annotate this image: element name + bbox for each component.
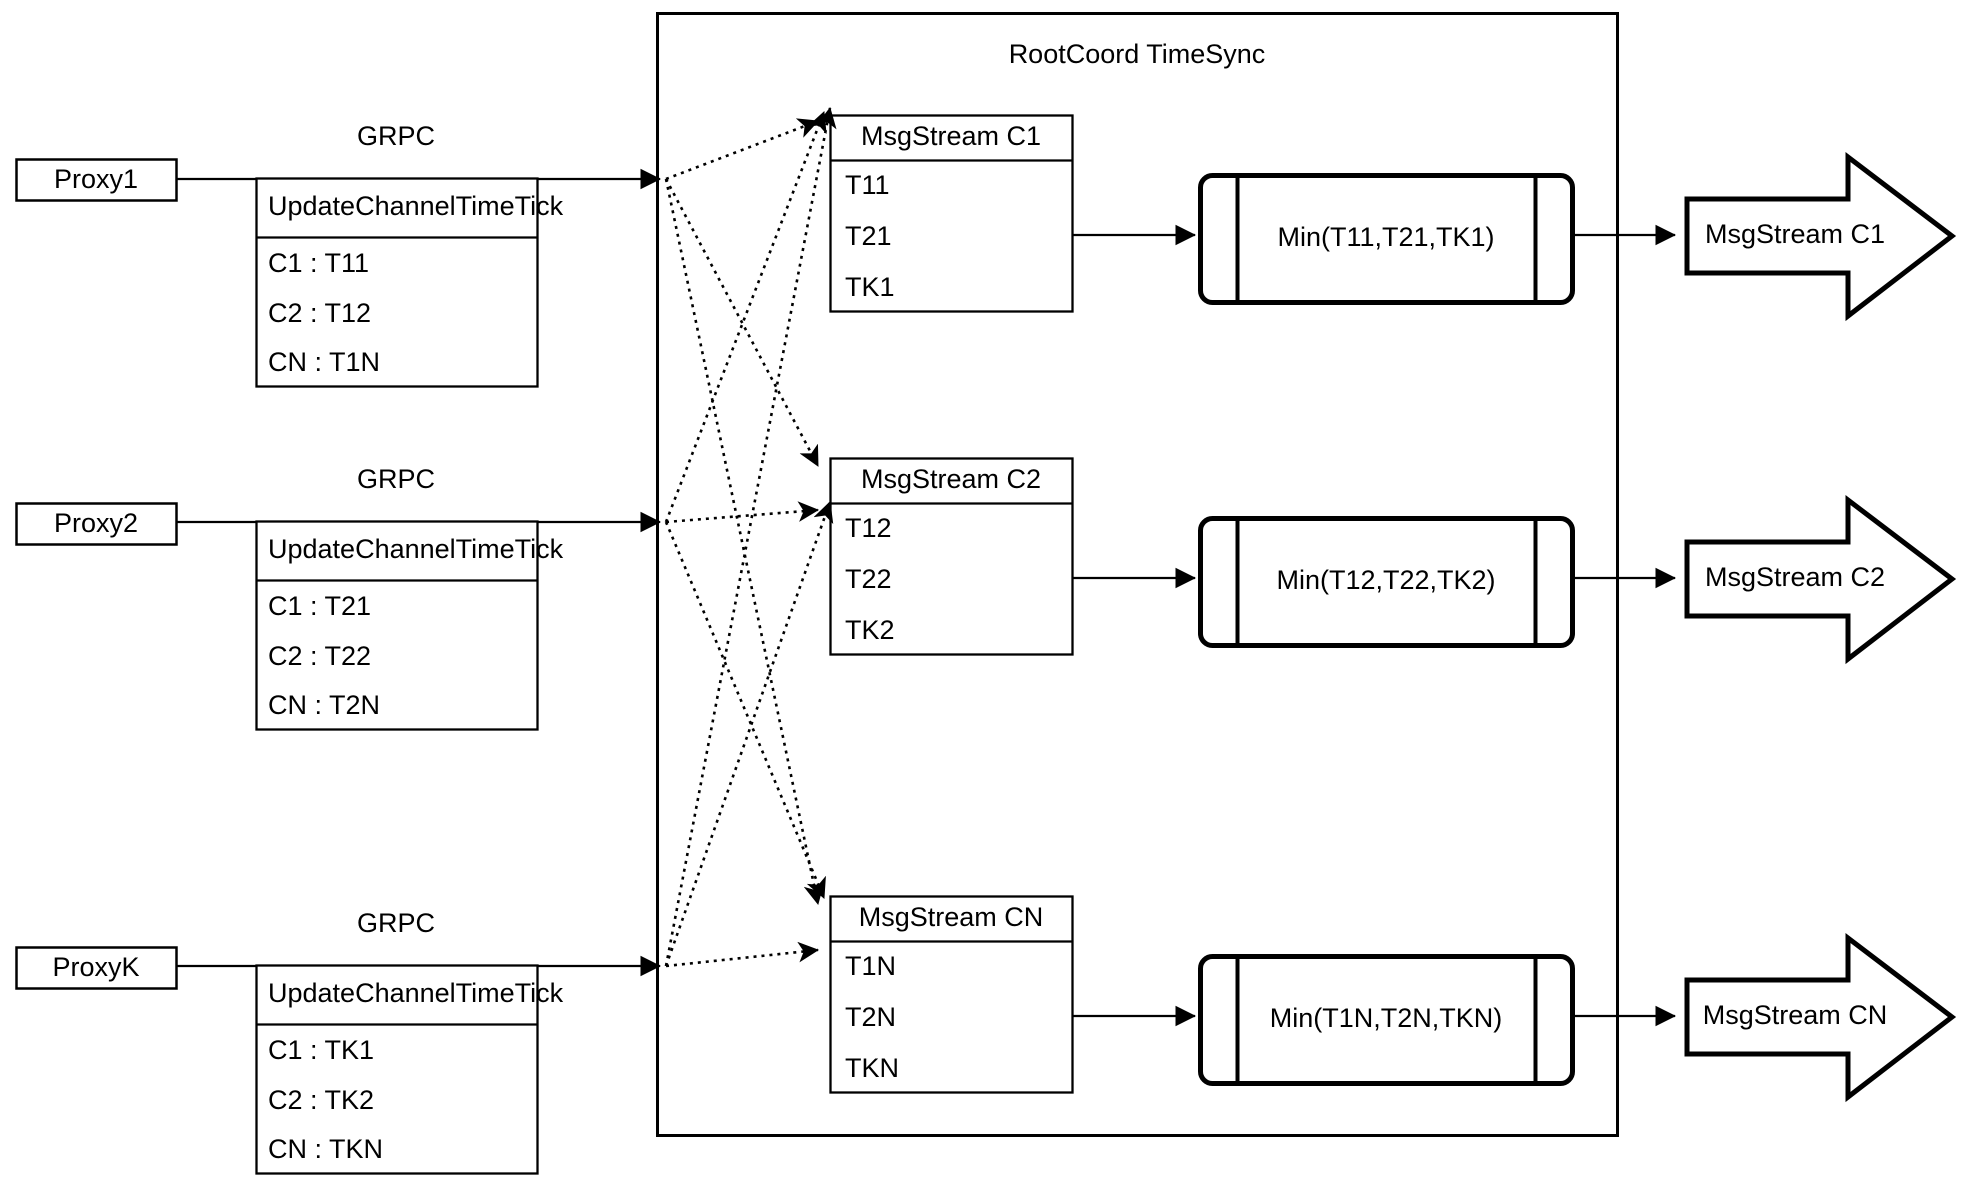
- msgstream-row-3-1: T2N: [845, 1002, 896, 1032]
- grpc-label-2: GRPC: [357, 464, 435, 494]
- request-table-row-3-2: CN : TKN: [268, 1134, 383, 1164]
- timetick-fanout-edges: [664, 106, 837, 968]
- fanout-edge-pk-cn: [665, 941, 820, 968]
- fanout-edge-p1-cn: [664, 178, 825, 906]
- msgstream-header-1: MsgStream C1: [861, 121, 1041, 151]
- msgstream-row-1-1: T21: [845, 221, 892, 251]
- row-1: Proxy1 GRPC UpdateChannelTimeTick C1 : T…: [15, 114, 1957, 388]
- msgstream-row-2-2: TK2: [845, 615, 895, 645]
- fanout-edge-pk-c2: [664, 501, 834, 967]
- request-table-header-3: UpdateChannelTimeTick: [268, 978, 564, 1008]
- msgstream-row-1-2: TK1: [845, 272, 895, 302]
- request-table-row-1-1: C2 : T12: [268, 298, 371, 328]
- request-table-row-1-2: CN : T1N: [268, 347, 380, 377]
- proxy-label-1: Proxy1: [54, 164, 138, 194]
- request-table-3: UpdateChannelTimeTick C1 : TK1 C2 : TK2 …: [255, 964, 564, 1175]
- fanout-edge-p2-c1: [664, 111, 827, 523]
- proxy-label-3: ProxyK: [52, 952, 139, 982]
- request-table-row-2-1: C2 : T22: [268, 641, 371, 671]
- msgstream-row-1-0: T11: [845, 170, 890, 200]
- proxy-label-2: Proxy2: [54, 508, 138, 538]
- request-table-header-2: UpdateChannelTimeTick: [268, 534, 564, 564]
- grpc-label-3: GRPC: [357, 908, 435, 938]
- request-table-1: UpdateChannelTimeTick C1 : T11 C2 : T12 …: [255, 177, 564, 388]
- fanout-edge-p2-c2: [665, 501, 820, 524]
- msgstream-row-3-0: T1N: [845, 951, 896, 981]
- request-table-row-1-0: C1 : T11: [268, 248, 369, 278]
- msgstream-row-2-0: T12: [845, 513, 892, 543]
- min-process-box-1: Min(T11,T21,TK1): [1198, 173, 1575, 305]
- output-block-arrow-3: MsgStream CN: [1684, 932, 1957, 1103]
- request-table-row-2-2: CN : T2N: [268, 690, 380, 720]
- min-process-box-3: Min(T1N,T2N,TKN): [1198, 954, 1575, 1086]
- msgstream-header-2: MsgStream C2: [861, 464, 1041, 494]
- output-block-arrow-1: MsgStream C1: [1684, 151, 1957, 322]
- msgstream-row-3-2: TKN: [845, 1053, 899, 1083]
- request-table-row-3-0: C1 : TK1: [268, 1035, 374, 1065]
- rootcoord-title: RootCoord TimeSync: [1009, 39, 1266, 69]
- msgstream-box-2: MsgStream C2 T12 T22 TK2: [829, 457, 1074, 656]
- msgstream-box-1: MsgStream C1 T11 T21 TK1: [829, 114, 1074, 313]
- request-table-2: UpdateChannelTimeTick C1 : T21 C2 : T22 …: [255, 520, 564, 731]
- request-table-row-2-0: C1 : T21: [268, 591, 371, 621]
- fanout-edge-p1-c2: [664, 178, 820, 467]
- msgstream-header-3: MsgStream CN: [859, 902, 1044, 932]
- output-label-3: MsgStream CN: [1703, 1000, 1888, 1030]
- proxy-box-3[interactable]: ProxyK: [15, 946, 178, 990]
- min-label-1: Min(T11,T21,TK1): [1277, 222, 1494, 252]
- request-table-header-1: UpdateChannelTimeTick: [268, 191, 564, 221]
- min-process-box-2: Min(T12,T22,TK2): [1198, 516, 1575, 648]
- msgstream-row-2-1: T22: [845, 564, 892, 594]
- output-block-arrow-2: MsgStream C2: [1684, 494, 1957, 665]
- grpc-label-1: GRPC: [357, 121, 435, 151]
- fanout-edge-p1-c1: [665, 118, 819, 181]
- min-label-2: Min(T12,T22,TK2): [1276, 565, 1495, 595]
- output-label-1: MsgStream C1: [1705, 219, 1885, 249]
- output-label-2: MsgStream C2: [1705, 562, 1885, 592]
- row-3: ProxyK GRPC UpdateChannelTimeTick C1 : T…: [15, 895, 1957, 1175]
- proxy-box-1[interactable]: Proxy1: [15, 158, 178, 202]
- row-2: Proxy2 GRPC UpdateChannelTimeTick C1 : T…: [15, 457, 1957, 731]
- fanout-edge-pk-c1: [664, 106, 837, 967]
- request-table-row-3-1: C2 : TK2: [268, 1085, 374, 1115]
- min-label-3: Min(T1N,T2N,TKN): [1270, 1003, 1503, 1033]
- proxy-box-2[interactable]: Proxy2: [15, 502, 178, 546]
- msgstream-box-3: MsgStream CN T1N T2N TKN: [829, 895, 1074, 1094]
